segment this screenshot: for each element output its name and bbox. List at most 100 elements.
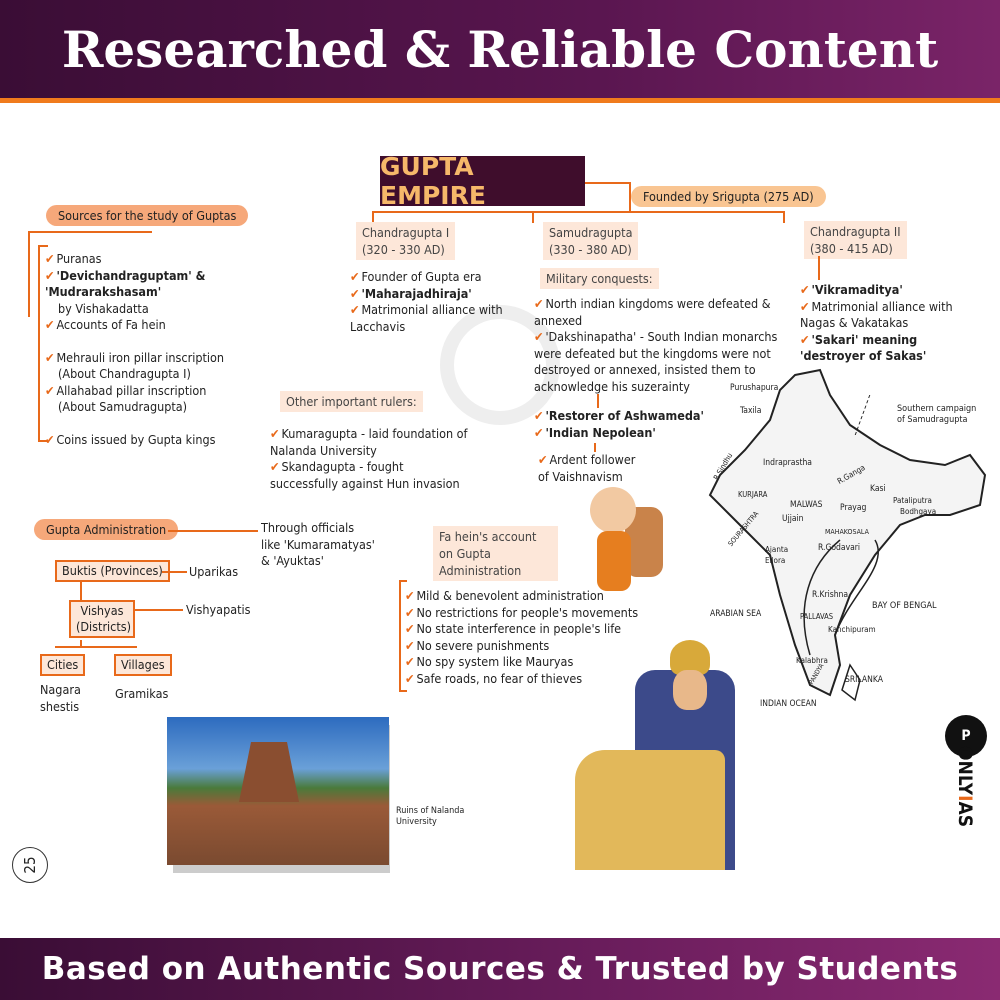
- chandragupta-2-points: ✔'Vikramaditya' ✔Matrimonial alliance wi…: [800, 282, 980, 365]
- sources-heading: Sources for the study of Guptas: [46, 205, 249, 226]
- list-item: ✔'Vikramaditya': [800, 282, 903, 297]
- page-title: GUPTA EMPIRE: [380, 152, 585, 210]
- map-label: PALLAVAS: [800, 612, 834, 621]
- connector: [629, 182, 631, 212]
- connector: [597, 394, 599, 408]
- map-label: Bodhgaya: [900, 507, 937, 516]
- map-label: Kasi: [870, 484, 886, 494]
- list-item: ✔No state interference in people's life: [405, 621, 622, 636]
- fahein-bracket: [399, 580, 407, 692]
- cities-officer: Nagara shestis: [40, 682, 81, 714]
- srilanka-outline: [841, 663, 861, 702]
- list-item: ✔'Restorer of Ashwameda': [534, 408, 704, 423]
- list-item: ✔Accounts of Fa hein: [45, 317, 166, 332]
- map-label: Ajanta: [765, 545, 789, 554]
- districts-officer: Vishyapatis: [186, 602, 251, 617]
- ruler-chandragupta-1: Chandragupta I(320 - 330 AD): [356, 222, 456, 260]
- monk-illustration: [585, 487, 665, 602]
- footer-tagline: Based on Authentic Sources & Trusted by …: [41, 951, 959, 987]
- map-label: ARABIAN SEA: [710, 609, 762, 619]
- map-label: MAHAKOSALA: [825, 528, 869, 536]
- king-illustration: [555, 640, 740, 872]
- map-legend: Southern campaign of Samudragupta: [897, 404, 977, 425]
- list-item: ✔North indian kingdoms were defeated & a…: [534, 296, 771, 328]
- fahein-list: ✔Mild & benevolent administration ✔No re…: [405, 588, 655, 687]
- connector: [372, 211, 784, 213]
- pw-logo-icon: P: [945, 715, 987, 757]
- admin-heading: Gupta Administration: [34, 519, 179, 540]
- fahein-heading: Fa hein's account on Gupta Administratio…: [433, 526, 558, 581]
- connector: [818, 256, 820, 280]
- list-item: ✔Allahabad pillar inscription(About Samu…: [45, 382, 207, 415]
- connector: [135, 609, 183, 611]
- connector: [162, 571, 187, 573]
- list-item: ✔Matrimonial alliance with Lacchavis: [350, 302, 503, 334]
- footer-banner: Based on Authentic Sources & Trusted by …: [0, 938, 1000, 1000]
- list-item: ✔No severe punishments: [405, 637, 550, 653]
- arrow-icon: [80, 582, 82, 600]
- samudragupta-religion: ✔Ardent follower of Vaishnavism: [538, 452, 648, 485]
- list-item: ✔'Sakari' meaning 'destroyer of Sakas': [800, 331, 927, 364]
- list-item: ✔Ardent follower of Vaishnavism: [538, 452, 636, 484]
- connector: [168, 530, 258, 532]
- map-label: Purushapura: [730, 383, 779, 393]
- cities-box: Cities: [40, 654, 86, 676]
- header-banner: Researched & Reliable Content: [0, 0, 1000, 98]
- samudragupta-points: ✔North indian kingdoms were defeated & a…: [534, 296, 802, 395]
- provinces-box: Buktis (Provinces): [55, 560, 170, 582]
- list-item: ✔Founder of Gupta era: [350, 269, 482, 284]
- map-label: R.Godavari: [818, 543, 861, 553]
- map-label: Ellora: [765, 556, 786, 565]
- other-rulers-heading: Other important rulers:: [280, 391, 423, 412]
- connector: [28, 231, 30, 317]
- campaign-route: [834, 539, 880, 636]
- list-item: ✔'Indian Nepolean': [534, 424, 656, 440]
- provinces-officer: Uparikas: [189, 564, 239, 579]
- list-item: ✔Mild & benevolent administration: [405, 588, 604, 603]
- founded-pill: Founded by Srigupta (275 AD): [631, 186, 826, 207]
- other-rulers-list: ✔Kumaragupta - laid foundation of Naland…: [270, 426, 475, 492]
- list-item: ✔Safe roads, no fear of thieves: [405, 670, 583, 686]
- connector: [585, 182, 630, 184]
- list-item: ✔Kumaragupta - laid foundation of Naland…: [270, 426, 468, 458]
- connector: [594, 443, 596, 452]
- map-outline: [708, 368, 987, 697]
- nalanda-ruins-photo: [167, 717, 389, 865]
- list-item: ✔Puranas: [45, 251, 102, 266]
- map-label: Indraprastha: [763, 458, 812, 468]
- campaign-route: [803, 539, 841, 656]
- military-conquests-label: Military conquests:: [540, 268, 659, 289]
- brand-logo: ONLYIAS: [954, 746, 976, 828]
- page-number: 25: [12, 847, 48, 883]
- map-label: KURJARA: [738, 490, 768, 499]
- map-label: INDIAN OCEAN: [760, 699, 817, 709]
- header-divider: [0, 98, 1000, 103]
- list-item: ✔Matrimonial alliance with Nagas & Vakat…: [800, 298, 953, 331]
- admin-officials: Through officials like 'Kumaramatyas' & …: [261, 520, 375, 568]
- map-label: Ujjain: [782, 514, 804, 524]
- map-label: Pataliputra: [893, 496, 932, 505]
- list-item: ✔'Dakshinapatha' - South Indian monarchs…: [534, 329, 778, 394]
- map-label: MALWAS: [790, 500, 823, 510]
- header-title: Researched & Reliable Content: [61, 19, 939, 79]
- map-label: SRILANKA: [845, 675, 883, 685]
- list-item: ✔'Maharajadhiraja': [350, 285, 472, 301]
- chandragupta-1-points: ✔Founder of Gupta era ✔'Maharajadhiraja'…: [350, 269, 510, 335]
- villages-officer: Gramikas: [115, 686, 169, 701]
- list-item: ✔No restrictions for people's movements: [405, 604, 639, 620]
- list-item: ✔Mehrauli iron pillar inscription(About …: [45, 349, 225, 382]
- map-label: BAY OF BENGAL: [872, 601, 937, 611]
- list-item: ✔No spy system like Mauryas: [405, 654, 574, 669]
- connector: [532, 211, 534, 223]
- connector: [80, 640, 82, 648]
- map-label: Kanchipuram: [828, 625, 876, 634]
- map-label: Kalabhra: [796, 656, 828, 665]
- map-label: R.Krishna: [812, 590, 849, 600]
- sources-bracket: [38, 245, 48, 442]
- list-item: ✔'Devichandraguptam' & 'Mudrarakshasam'b…: [45, 267, 206, 316]
- connector: [372, 211, 374, 223]
- india-map: [708, 368, 987, 702]
- samudragupta-titles: ✔'Restorer of Ashwameda' ✔'Indian Nepole…: [534, 408, 734, 441]
- map-label: Prayag: [840, 503, 867, 513]
- districts-box: Vishyas (Districts): [69, 600, 135, 638]
